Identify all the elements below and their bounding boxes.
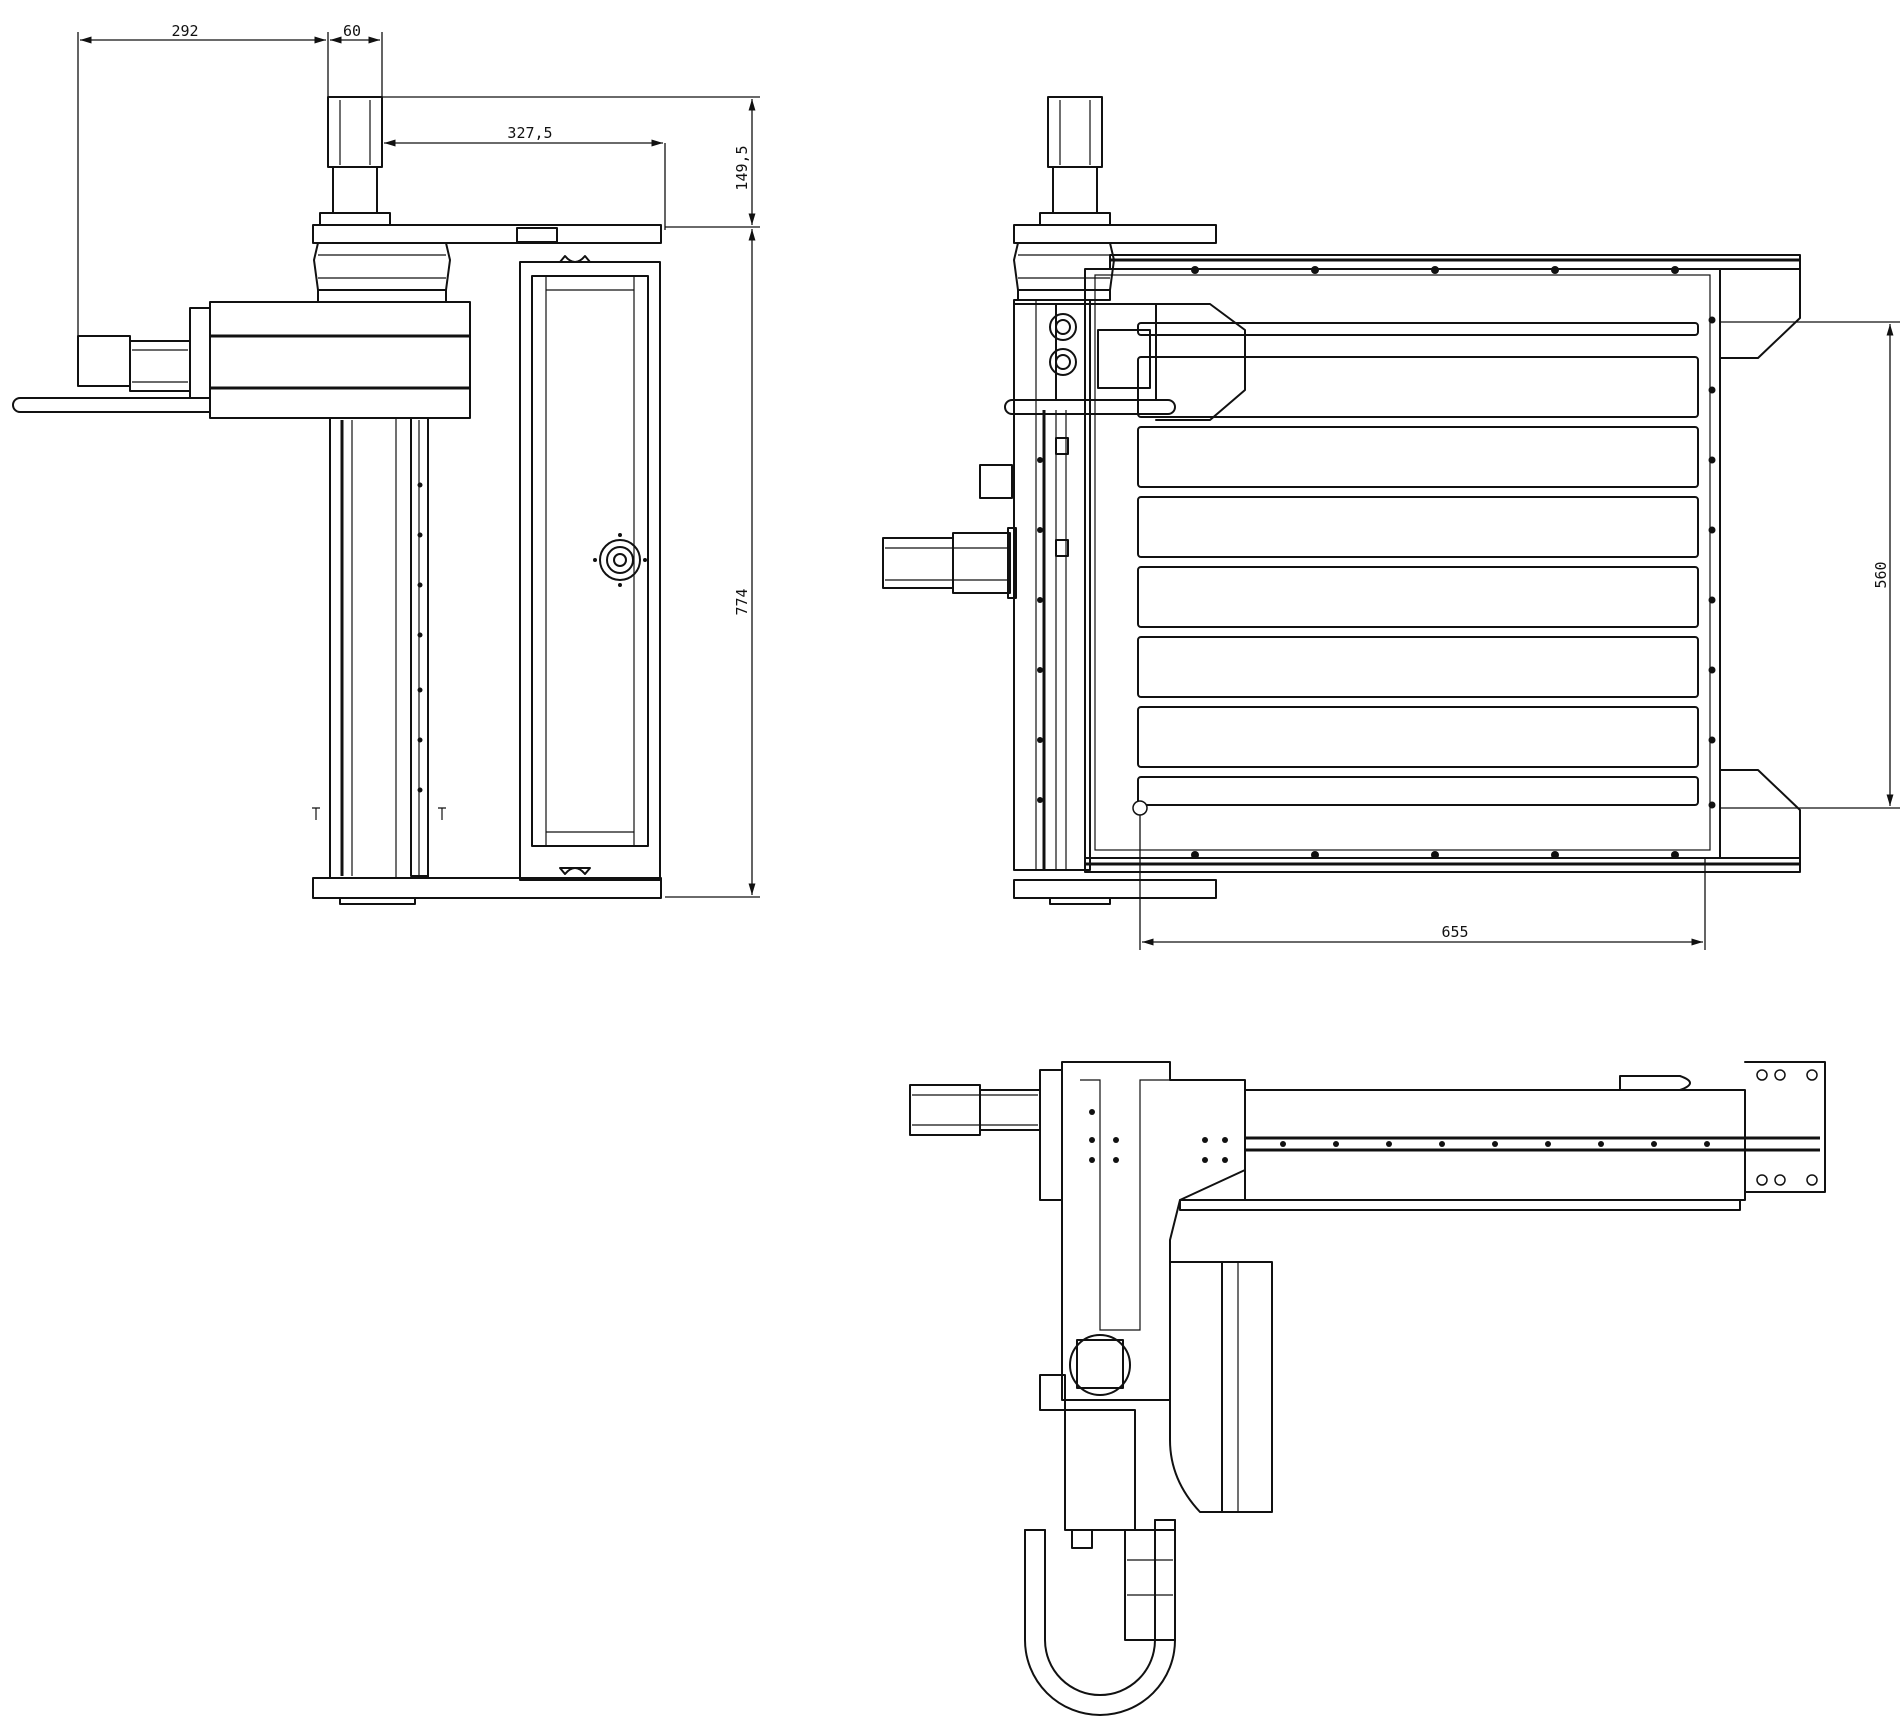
dim-149-label: 149,5 xyxy=(733,145,751,190)
dim-60-label: 60 xyxy=(343,22,361,40)
table-bolts xyxy=(1191,266,1716,859)
front-view xyxy=(882,96,1801,905)
dim-560-label: 560 xyxy=(1872,561,1890,588)
top-view xyxy=(909,1061,1826,1716)
center-hub xyxy=(593,533,647,587)
dim-774-label: 774 xyxy=(733,588,751,615)
dim-292-label: 292 xyxy=(171,22,198,40)
column-bolt-holes xyxy=(417,482,423,793)
side-view-dimensions: 292 60 327,5 149,5 774 xyxy=(77,22,760,898)
rail-holes xyxy=(1280,1141,1710,1147)
table-slots xyxy=(1137,322,1699,806)
dim-655-label: 655 xyxy=(1441,923,1468,941)
front-view-dimensions: 560 655 xyxy=(1139,321,1900,950)
dim-327-label: 327,5 xyxy=(507,124,552,142)
side-view xyxy=(12,96,662,905)
